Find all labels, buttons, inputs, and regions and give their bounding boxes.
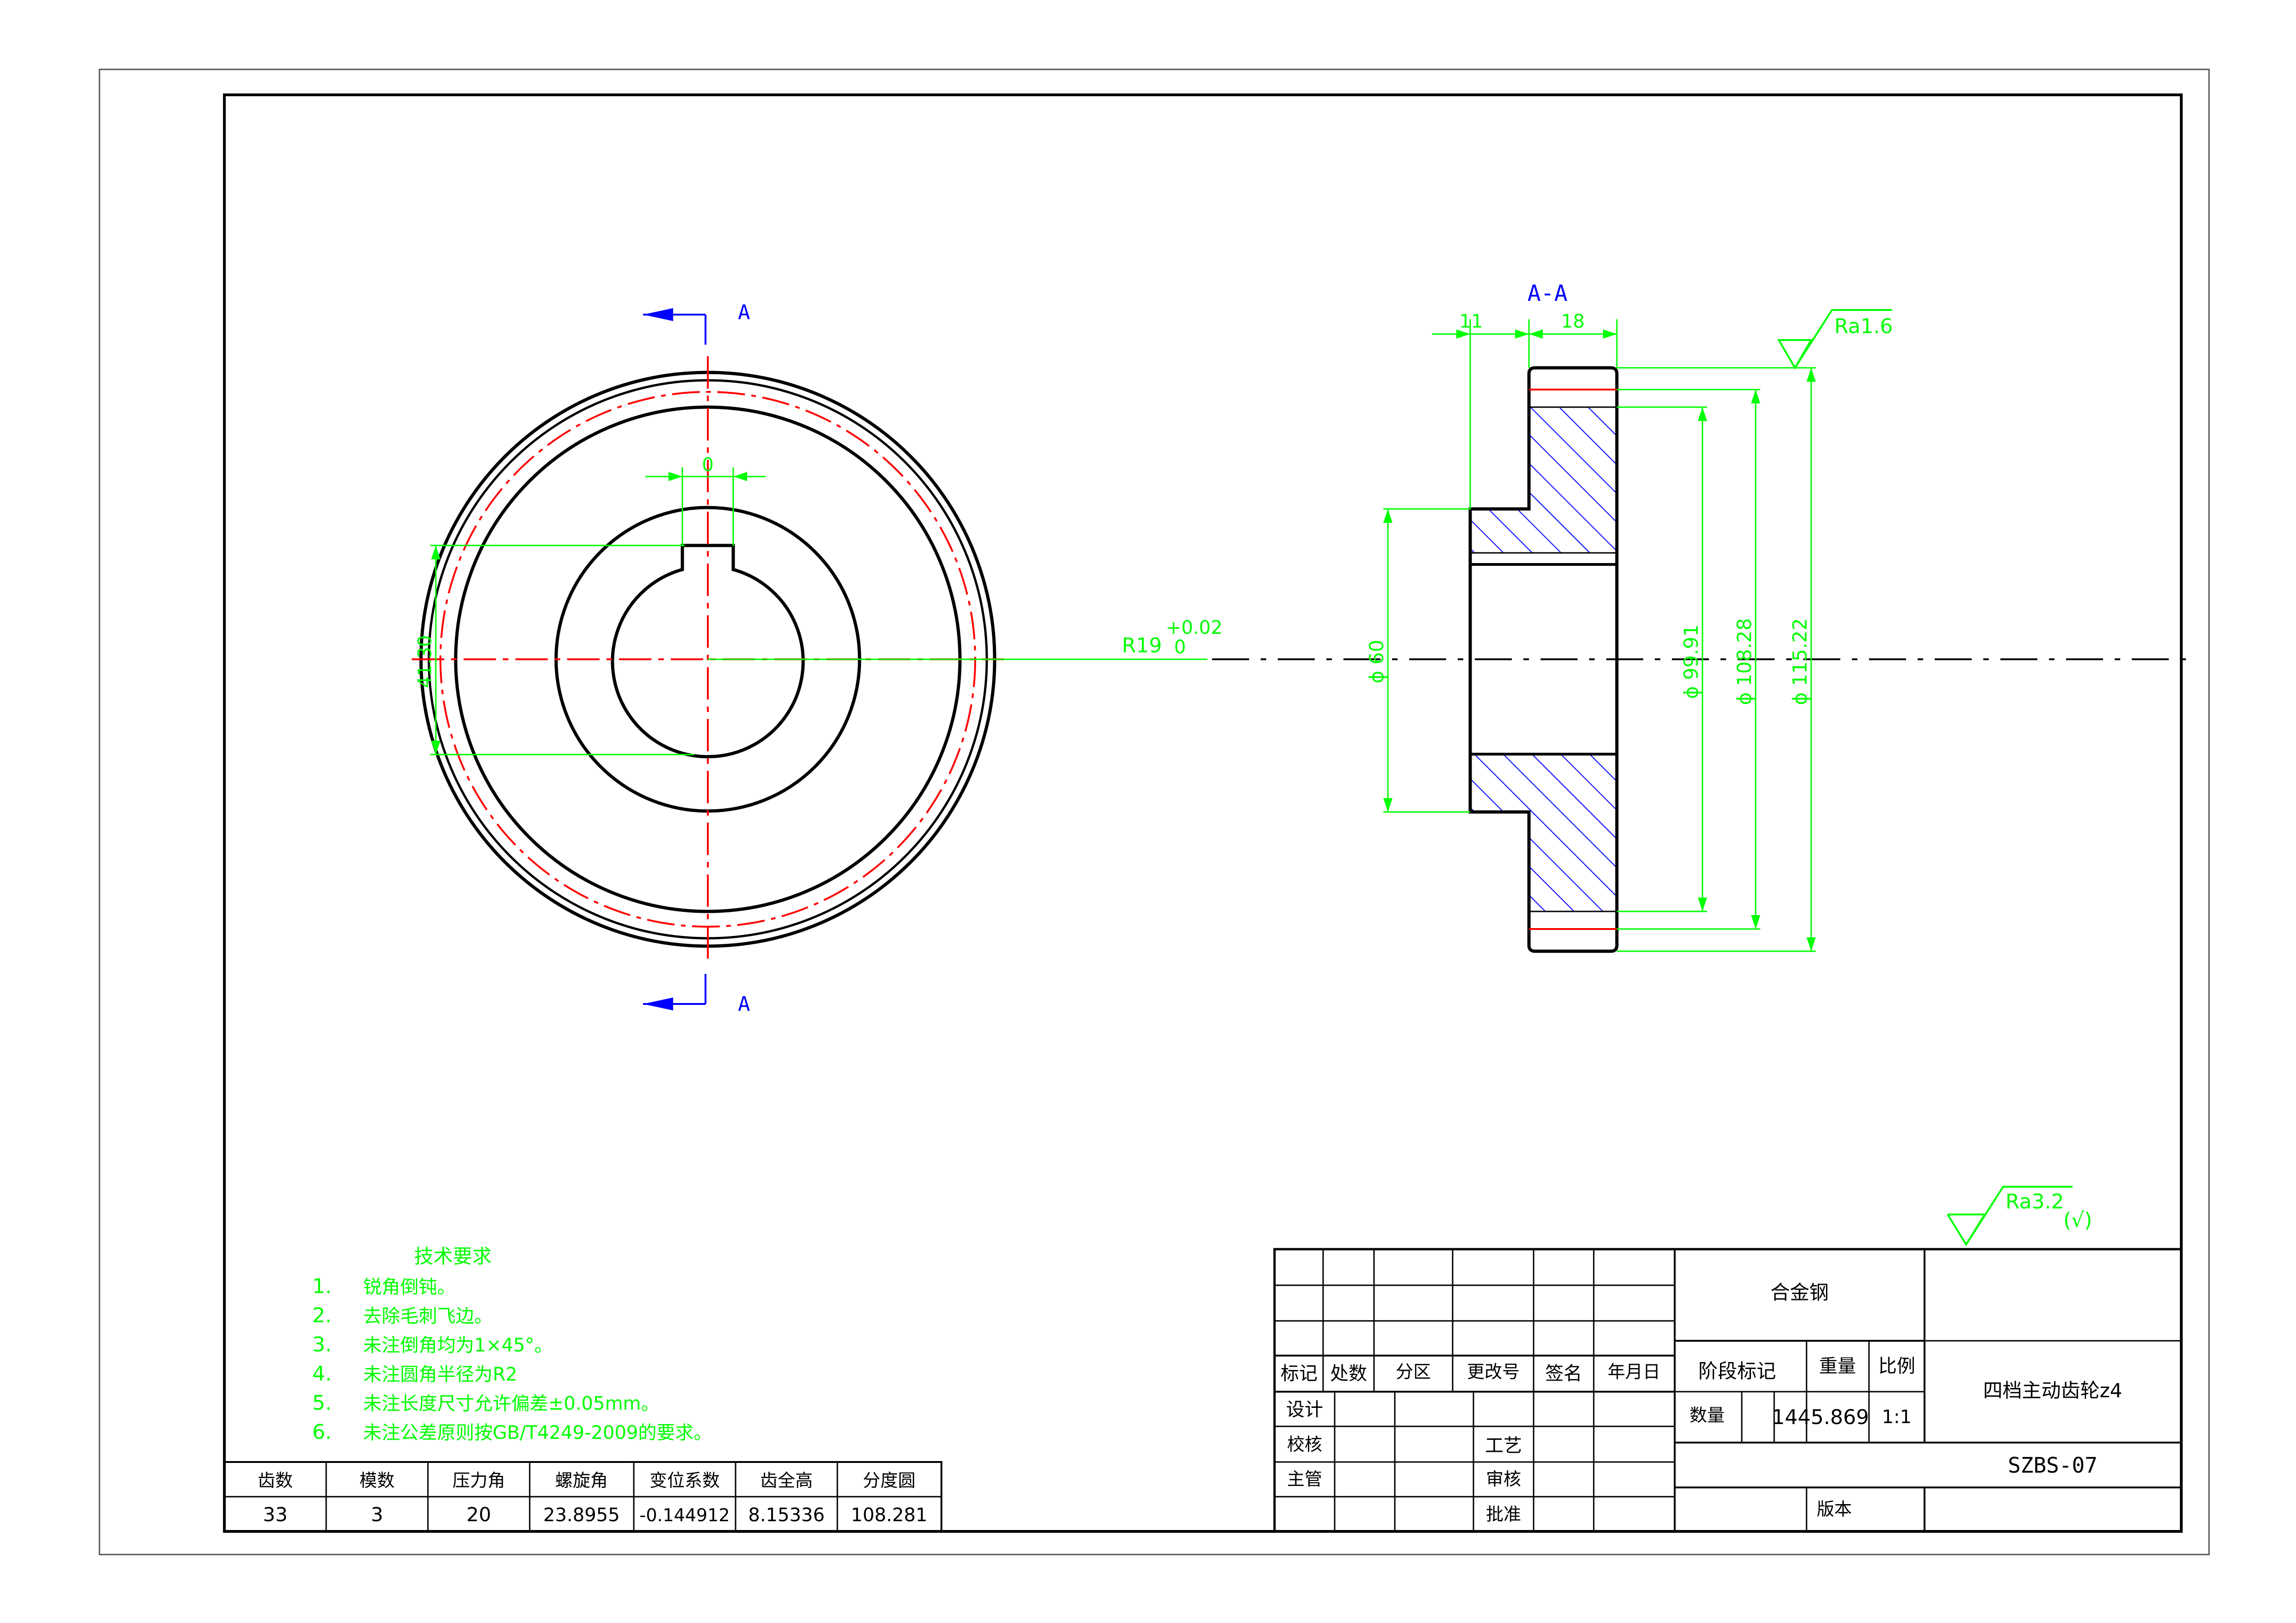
keyway-width-label: 0 [702,454,713,476]
outer-border [99,68,2210,1555]
tech-req-item: 4. 未注圆角半径为R2 [312,1362,517,1386]
inner-frame [223,93,2183,1533]
role-label: 批准 [1486,1504,1521,1524]
tech-req-item: 3. 未注倒角均为1×45°。 [312,1333,553,1357]
rev-header: 标记 [1281,1363,1318,1384]
key-depth-arrow-bottom [431,741,440,755]
table-header: 压力角 [452,1470,505,1491]
roughness-symbol-local: Ra1.6 [1777,309,1893,370]
tech-req-item: 6. 未注公差原则按GB/T4249-2009的要求。 [312,1420,712,1444]
tech-req-num: 1. [312,1275,332,1298]
tech-req-num: 6. [312,1420,332,1444]
roughness-general-label: Ra3.2 [2005,1190,2064,1214]
roughness-local-label: Ra1.6 [1834,315,1893,338]
section-marker-bottom: A [643,974,750,1016]
tech-req-text: 未注倒角均为1×45°。 [363,1335,553,1356]
tech-req-num: 3. [312,1333,332,1357]
table-cell: -0.144912 [639,1505,730,1525]
tech-req-num: 4. [312,1362,332,1386]
role-label: 工艺 [1485,1435,1522,1456]
tech-req-text: 去除毛刺飞边。 [363,1306,493,1327]
hub-width-label: 11 [1460,311,1483,332]
table-header: 分度圆 [863,1470,916,1491]
table-cell: 108.281 [851,1505,927,1526]
root-dia-label: ϕ 99.91 [1680,624,1702,699]
bore-with-keyway [611,544,805,758]
tech-req-text: 未注长度尺寸允许偏差±0.05mm。 [363,1393,660,1414]
hatch-upper-hub [1470,509,1529,553]
section-view: A-A 11 18 ϕ 60 [1212,280,2195,953]
section-outline [1468,366,1619,953]
gear-parameter-table: 齿数 模数 压力角 螺旋角 变位系数 齿全高 分度圆 33 3 20 23.89… [223,1461,942,1532]
key-depth-label: 41.30 [415,635,436,688]
tech-req-text: 未注公差原则按GB/T4249-2009的要求。 [363,1422,712,1443]
title-block: 标记 处数 分区 更改号 签名 年月日 设计 校核 主管 工艺 审核 批准 合金… [1273,1248,2183,1533]
table-header: 齿全高 [760,1470,813,1491]
role-label: 设计 [1286,1399,1323,1420]
table-header: 螺旋角 [555,1470,608,1491]
section-label-bottom: A [738,992,750,1016]
roughness-symbol-general: Ra3.2 (√) [1947,1186,2092,1246]
scale-label: 比例 [1878,1356,1915,1377]
tech-req-item: 5. 未注长度尺寸允许偏差±0.05mm。 [312,1391,660,1415]
bore-tol-lower: 0 [1174,637,1186,658]
roughness-general-suffix: (√) [2063,1208,2092,1232]
bore-radius-label: R19 [1122,634,1162,657]
part-name: 四档主动齿轮z4 [1983,1379,2123,1402]
tech-req-text: 锐角倒钝。 [363,1276,456,1298]
table-cell: 23.8955 [543,1505,619,1526]
role-label: 校核 [1287,1434,1322,1455]
rev-header: 签名 [1545,1363,1582,1384]
tech-req-title: 技术要求 [414,1245,492,1268]
tip-dia-label: ϕ 115.22 [1789,618,1811,705]
table-header: 模数 [359,1470,395,1491]
front-view: 0 41.30 R19 +0.02 0 A A [412,301,1223,1016]
table-cell: 3 [371,1503,384,1526]
gear-width-label: 18 [1561,311,1585,332]
key-depth-arrow-top [431,545,440,559]
section-label-top: A [738,301,750,324]
hub-dia-label: ϕ 60 [1365,640,1388,684]
section-marker-top: A [643,301,750,345]
material-label: 合金钢 [1770,1281,1829,1304]
table-cell: 8.15336 [748,1505,824,1526]
rev-header: 更改号 [1467,1362,1520,1382]
rev-header: 年月日 [1608,1362,1660,1382]
tech-req-item: 1. 锐角倒钝。 [312,1275,456,1298]
table-cell: 20 [466,1503,491,1526]
hatch-upper-gear [1529,407,1617,553]
qty-label: 数量 [1690,1405,1725,1425]
technical-requirements: 技术要求 1. 锐角倒钝。 2. 去除毛刺飞边。 3. 未注倒角均为1×45°。… [312,1245,712,1444]
weight-value: 1445.869 [1772,1406,1869,1429]
table-header: 变位系数 [650,1470,720,1491]
drawing-number: SZBS-07 [2008,1453,2098,1478]
version-label: 版本 [1817,1499,1852,1519]
role-label: 主管 [1287,1469,1322,1489]
section-title: A-A [1528,280,1568,306]
rev-header: 分区 [1396,1362,1431,1382]
tech-req-text: 未注圆角半径为R2 [363,1364,517,1385]
weight-label: 重量 [1819,1356,1856,1377]
tech-req-num: 5. [312,1391,332,1415]
pitch-dia-label: ϕ 108.28 [1733,618,1756,705]
hatch-lower-gear [1529,754,1617,911]
tech-req-num: 2. [312,1304,332,1327]
hatch-lower-hub [1470,754,1529,812]
tech-req-item: 2. 去除毛刺飞边。 [312,1304,493,1327]
scale-value: 1:1 [1882,1406,1912,1428]
table-header: 齿数 [258,1470,293,1491]
rev-header: 处数 [1330,1363,1367,1384]
role-label: 审核 [1486,1469,1521,1489]
keyway-arrow-left [668,472,682,481]
bore-tol-upper: +0.02 [1166,617,1223,638]
keyway-arrow-right [733,472,747,481]
table-cell: 33 [263,1503,287,1526]
stage-mark-label: 阶段标记 [1698,1360,1776,1382]
